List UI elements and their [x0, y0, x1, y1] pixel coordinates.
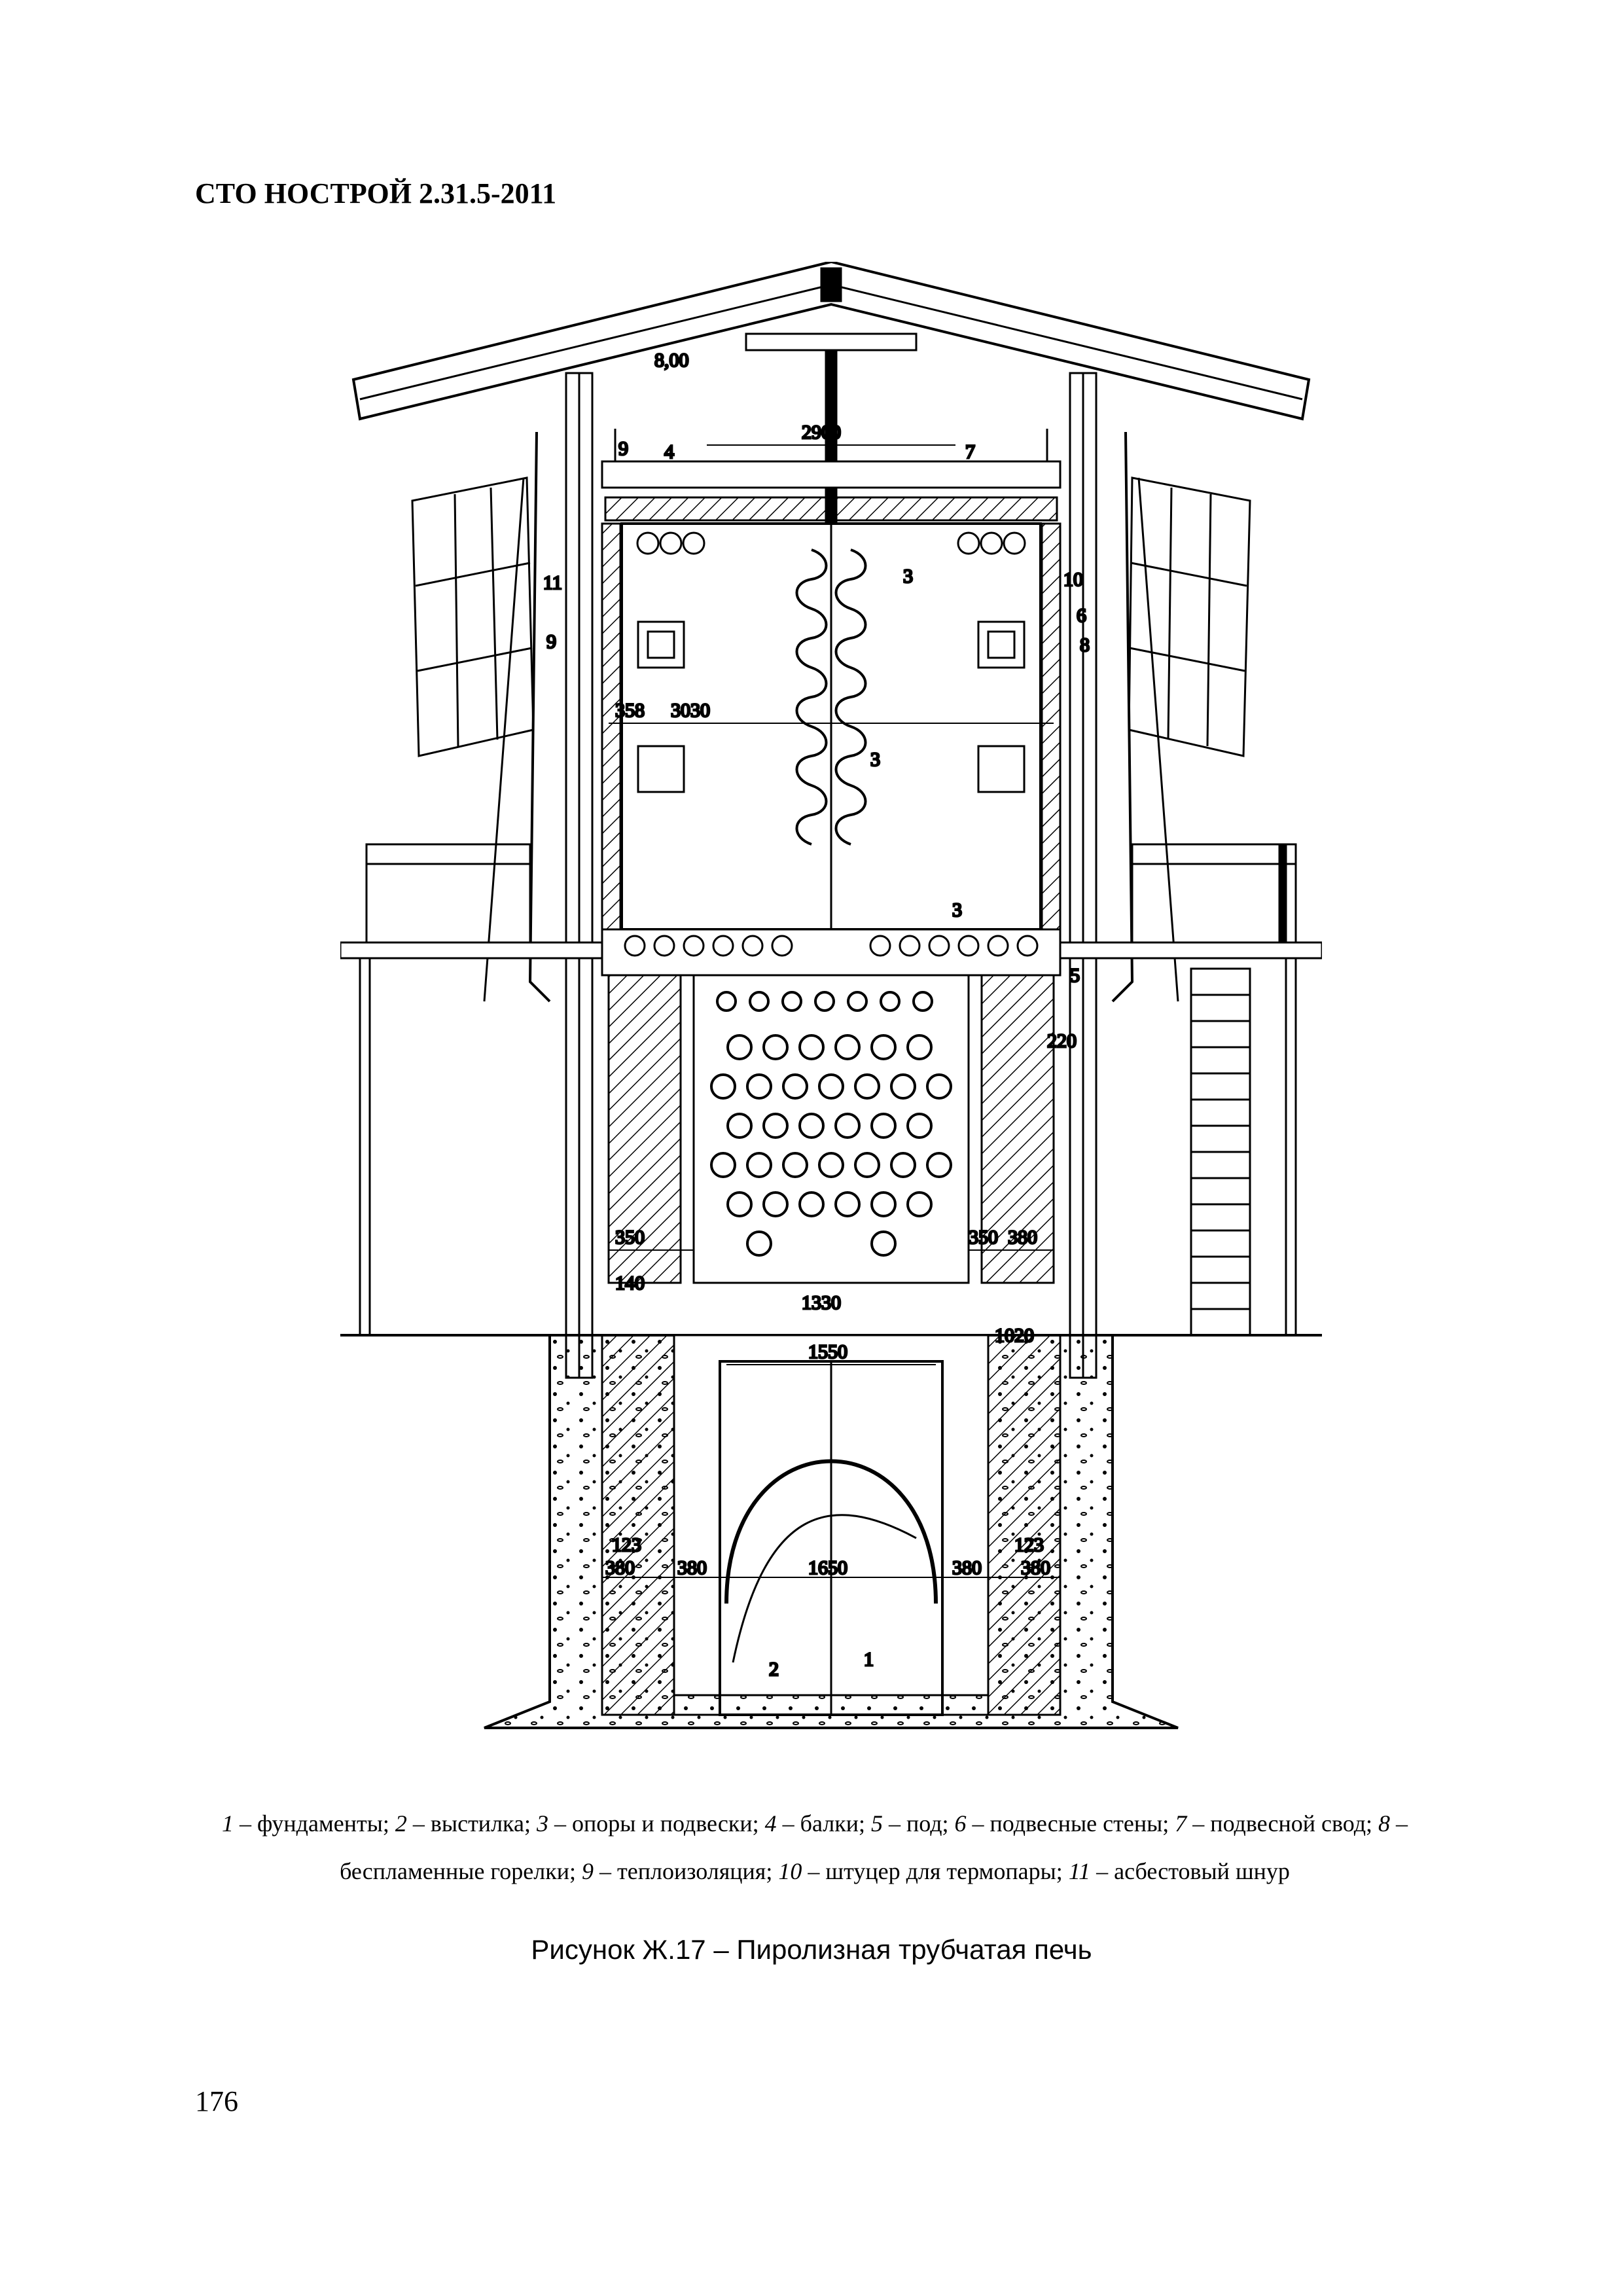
convection-row: [601, 928, 1061, 977]
callout-9a: 9: [618, 438, 628, 459]
callout-8: 8: [1080, 634, 1090, 656]
document-header: СТО НОСТРОЙ 2.31.5-2011: [195, 177, 557, 209]
callout-7: 7: [965, 441, 975, 463]
callout-9b: 9: [546, 631, 556, 653]
dim-1020: 1020: [995, 1325, 1034, 1346]
dim-380-d: 380: [1021, 1557, 1050, 1579]
top-beams: [601, 429, 1061, 522]
callout-6: 6: [1077, 605, 1086, 626]
dim-1650: 1650: [808, 1557, 847, 1579]
dim-220: 220: [1047, 1030, 1077, 1052]
legend-item-5: 5 – под;: [870, 1810, 955, 1837]
dim-1550: 1550: [808, 1341, 847, 1363]
top-tubes: [636, 531, 1026, 555]
dim-380-right: 380: [1008, 1227, 1037, 1248]
convection-bank: [710, 991, 952, 1257]
foundation: [484, 1334, 1179, 1729]
legend-item-6: 6 – подвесные стены;: [954, 1810, 1175, 1837]
dim-350-right: 350: [969, 1227, 998, 1248]
dimension-lines: [602, 444, 1060, 1578]
dim-380-a: 380: [605, 1557, 635, 1579]
dim-140: 140: [615, 1272, 645, 1294]
columns: [565, 372, 1097, 1379]
legend-item-3: 3 – опоры и подвески;: [536, 1810, 765, 1837]
callout-1: 1: [864, 1649, 874, 1670]
callout-5: 5: [1070, 965, 1080, 986]
dim-2900: 2900: [802, 422, 841, 443]
side-piping: [483, 431, 1179, 1003]
dim-358: 358: [615, 700, 645, 721]
legend-item-11: 11 – асбестовый шнур: [1068, 1858, 1290, 1884]
callout-2: 2: [769, 1659, 779, 1680]
callout-3c: 3: [952, 899, 962, 921]
legend-item-7: 7 – подвесной свод;: [1175, 1810, 1379, 1837]
page-number: 176: [195, 2085, 238, 2117]
callout-3b: 3: [870, 749, 880, 770]
side-panels: [411, 476, 1251, 757]
figure-caption: Рисунок Ж.17 – Пиролизная трубчатая печь: [531, 1934, 1092, 1965]
callout-10: 10: [1063, 569, 1083, 590]
dim-350-left: 350: [615, 1227, 645, 1248]
callout-11: 11: [543, 572, 562, 594]
dim-123-right: 123: [1014, 1534, 1044, 1556]
legend-item-4: 4 – балки;: [764, 1810, 871, 1837]
legend-item-8: 8 – беспламенные горелки;: [340, 1810, 1408, 1884]
dim-1330: 1330: [802, 1292, 841, 1314]
dim-3030: 3030: [671, 700, 710, 721]
dim-380-c: 380: [952, 1557, 982, 1579]
legend-item-1: 1 – фундаменты;: [221, 1810, 395, 1837]
lower-walls: [607, 974, 1055, 1284]
callout-3a: 3: [903, 565, 913, 587]
elevation-label: 8,00: [654, 350, 689, 371]
tube-coil: [795, 548, 867, 846]
legend-item-2: 2 – выстилка;: [395, 1810, 537, 1837]
dim-380-b: 380: [677, 1557, 707, 1579]
stairs: [1190, 967, 1251, 1336]
callout-4: 4: [664, 441, 674, 463]
figure-legend: 1 – фундаменты; 2 – выстилка; 3 – опоры …: [190, 1800, 1440, 1895]
legend-item-10: 10 – штуцер для термопары;: [778, 1858, 1069, 1884]
radiant-chamber: [601, 522, 1061, 944]
dim-123-left: 123: [612, 1534, 641, 1556]
legend-item-9: 9 – теплоизоляция;: [582, 1858, 779, 1884]
furnace-drawing: 8,00 2900 358 3030 220 350 350 380 140 1…: [340, 262, 1322, 1767]
